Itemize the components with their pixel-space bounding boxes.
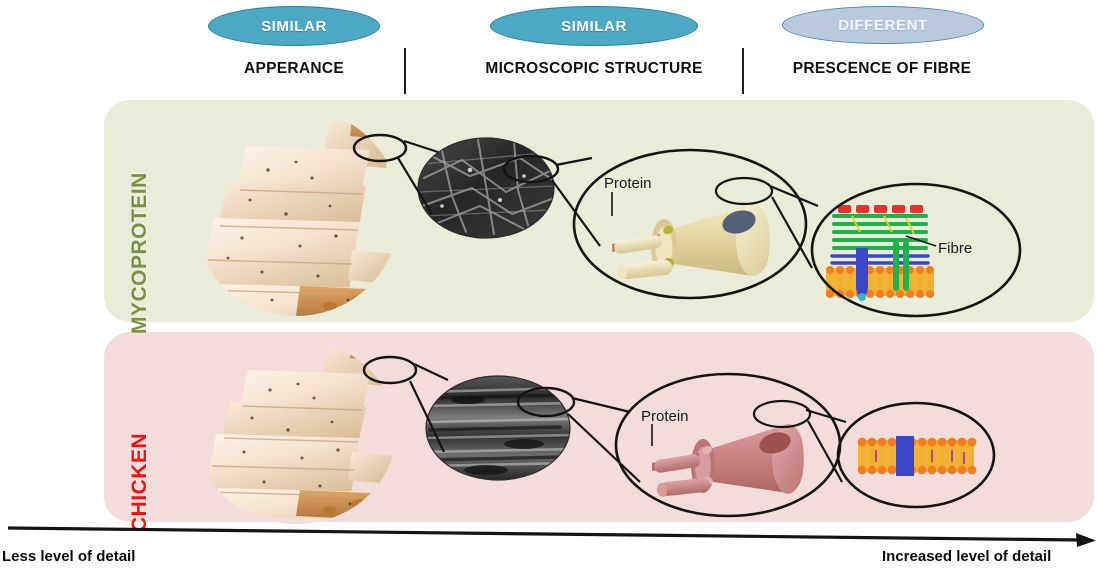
column-divider-2 [742, 48, 744, 94]
column-caption-presence-of-fibre: PRESCENCE OF FIBRE [792, 60, 972, 77]
verdict-badge-microscopic-structure[interactable]: SIMILAR [490, 6, 698, 46]
callout-label-protein-mycoprotein: Protein [604, 175, 652, 192]
detail-level-axis-arrow [7, 526, 1096, 547]
row-band-mycoprotein [104, 100, 1094, 322]
row-label-chicken: CHICKEN [128, 432, 151, 532]
verdict-badge-appearance[interactable]: SIMILAR [208, 6, 380, 46]
axis-label-more-detail: Increased level of detail [882, 548, 1052, 565]
callout-label-fibre-mycoprotein: Fibre [938, 240, 973, 257]
axis-label-less-detail: Less level of detail [2, 548, 136, 565]
row-label-mycoprotein: MYCOPROTEIN [128, 172, 151, 334]
column-caption-appearance: APPERANCE [243, 60, 345, 77]
column-caption-microscopic-structure: MICROSCOPIC STRUCTURE [485, 60, 703, 77]
verdict-badge-presence-of-fibre[interactable]: DIFFERENT [782, 6, 984, 44]
callout-label-protein-chicken: Protein [641, 408, 689, 425]
column-divider-1 [404, 48, 406, 94]
row-band-chicken [104, 332, 1094, 522]
